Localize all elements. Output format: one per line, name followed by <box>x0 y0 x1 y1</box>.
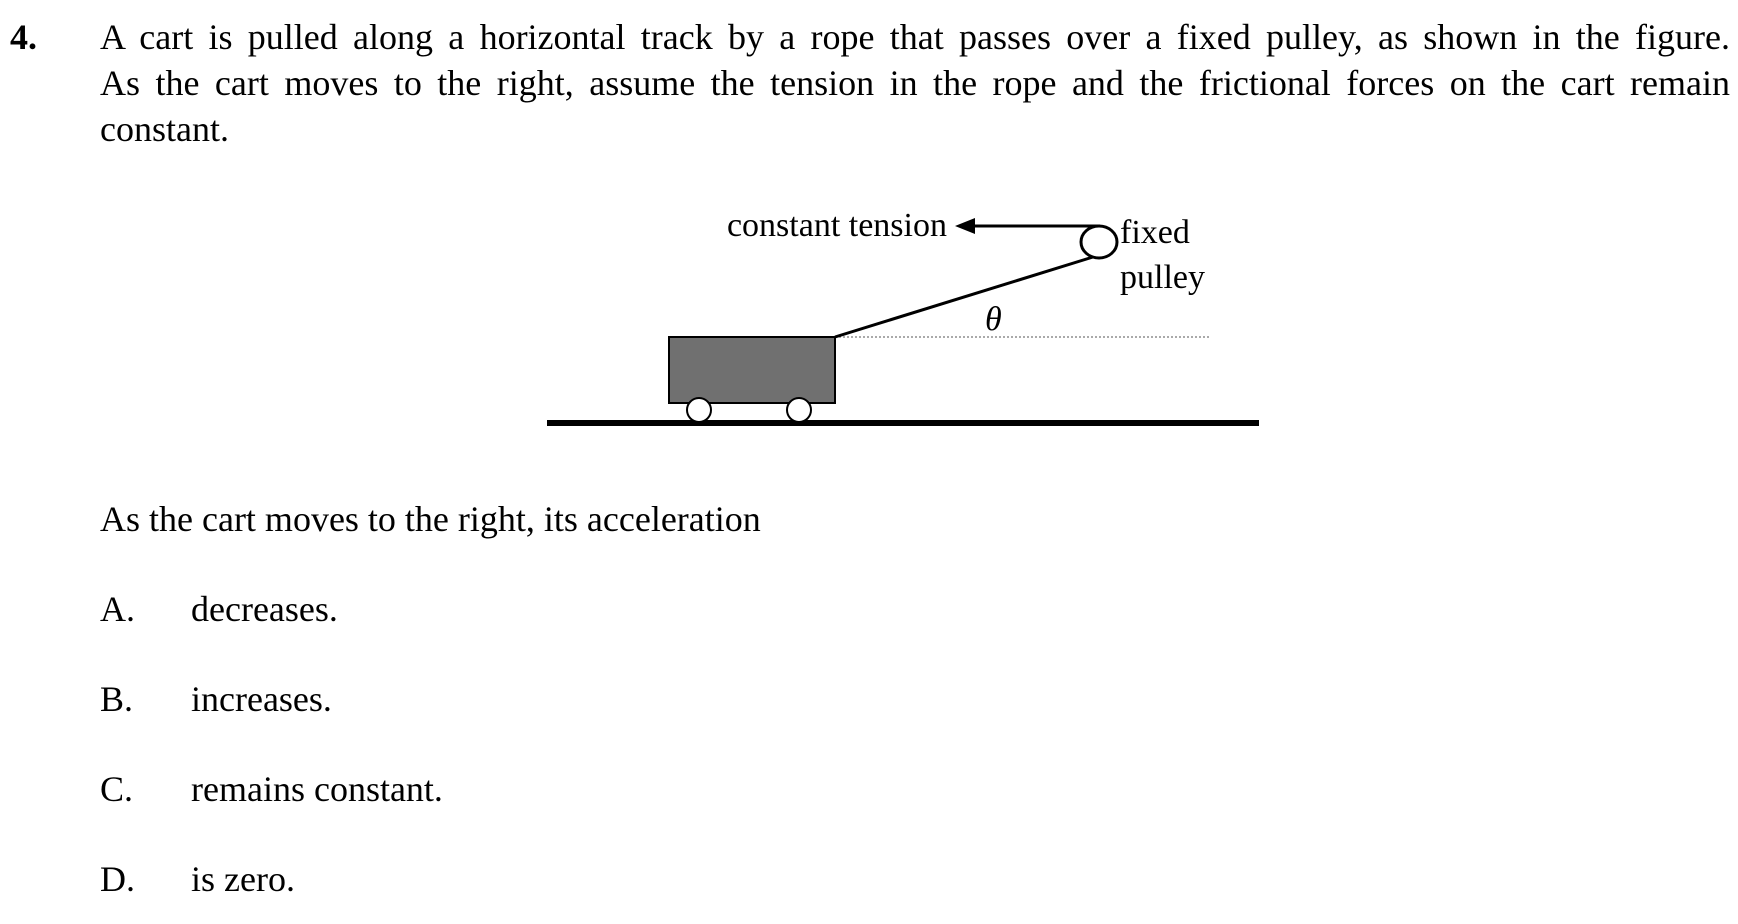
option-b[interactable]: B. increases. <box>100 676 332 722</box>
cart-body <box>668 336 836 404</box>
option-letter: B. <box>100 679 134 719</box>
tension-arrowhead <box>955 218 975 234</box>
option-text: decreases. <box>191 589 338 629</box>
pulley-label-line1: fixed <box>1120 214 1190 251</box>
angle-theta-label: θ <box>985 301 1002 338</box>
option-text: increases. <box>191 679 332 719</box>
pulley-label-line2: pulley <box>1120 259 1205 296</box>
option-letter: A. <box>100 589 135 629</box>
stem-line-3: constant. <box>100 109 229 149</box>
option-c[interactable]: C. remains constant. <box>100 766 443 812</box>
question-stem: A cart is pulled along a horizontal trac… <box>100 14 1730 152</box>
tension-label: constant tension <box>727 207 947 244</box>
option-text: remains constant. <box>191 769 443 809</box>
stem-line-2: As the cart moves to the right, assume t… <box>100 63 1730 103</box>
cart-wheel-left <box>686 397 712 423</box>
cart-wheel-right <box>786 397 812 423</box>
stem-line-1: A cart is pulled along a horizontal trac… <box>100 17 1730 57</box>
option-letter: D. <box>100 859 135 899</box>
rope-slanted <box>834 255 1094 339</box>
fixed-pulley <box>1079 224 1119 260</box>
option-a[interactable]: A. decreases. <box>100 586 338 632</box>
question-prompt: As the cart moves to the right, its acce… <box>100 499 761 539</box>
option-letter: C. <box>100 769 134 809</box>
question-number: 4. <box>10 17 37 57</box>
option-d[interactable]: D. is zero. <box>100 856 295 902</box>
option-text: is zero. <box>191 859 295 899</box>
